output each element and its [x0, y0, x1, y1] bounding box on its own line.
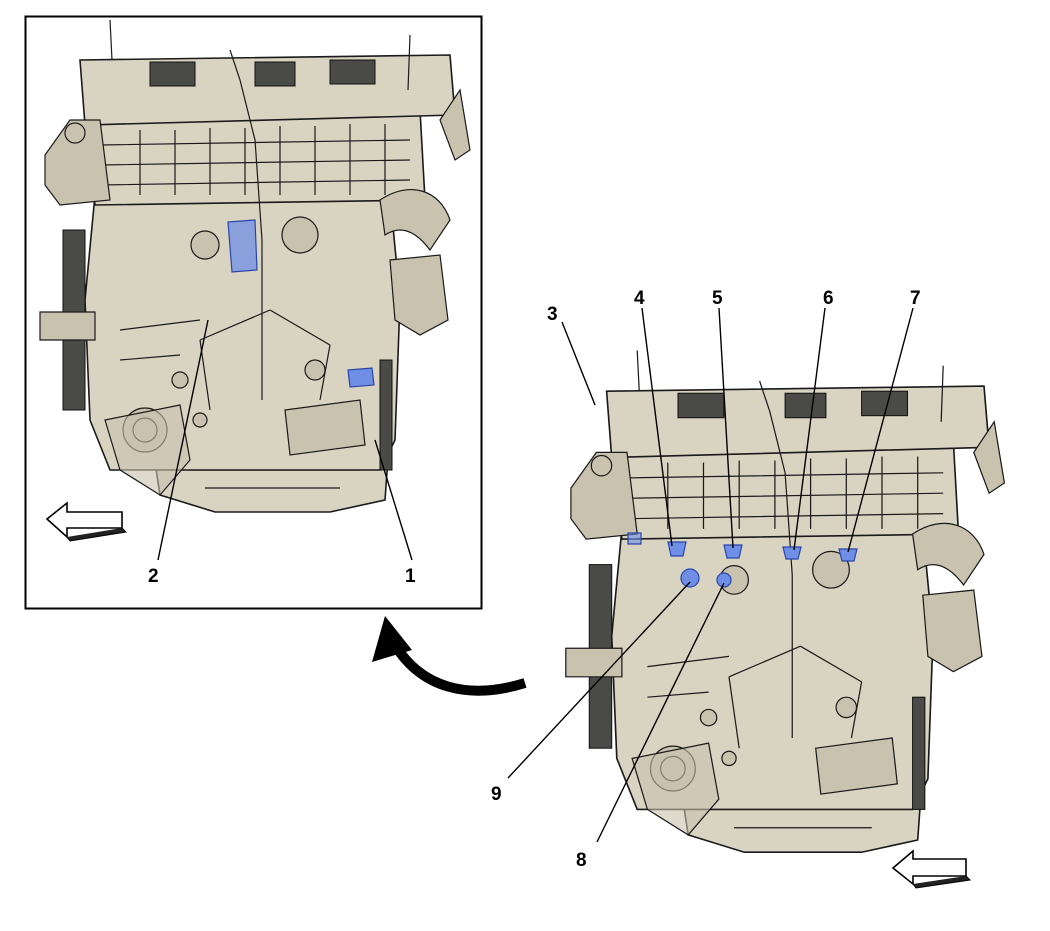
callout-1: 1	[405, 566, 416, 587]
detail-highlight-bracket	[227, 219, 258, 273]
leader-9	[507, 581, 691, 779]
leader-3	[561, 321, 596, 406]
callout-2: 2	[148, 566, 159, 587]
view-transfer-arrow-icon	[372, 616, 527, 696]
callout-7: 7	[910, 288, 921, 309]
leader-4	[641, 307, 673, 547]
leader-6	[793, 307, 826, 551]
leader-1	[374, 439, 413, 561]
direction-arrow-icon	[45, 501, 128, 542]
direction-arrow-icon	[891, 849, 972, 889]
detail-engine-illustration	[39, 19, 471, 513]
callout-6: 6	[823, 288, 834, 309]
detail-highlight-fitting	[347, 367, 375, 388]
highlight-6	[782, 546, 802, 560]
highlight-5	[723, 544, 743, 559]
leader-2	[157, 319, 209, 561]
callout-9: 9	[491, 784, 502, 805]
main-highlight-bolt	[627, 532, 642, 545]
callout-4: 4	[634, 288, 645, 309]
main-engine-illustration	[564, 349, 1006, 854]
leader-8	[596, 582, 725, 843]
leader-5	[718, 307, 734, 549]
main-highlights	[627, 532, 858, 588]
highlight-8	[716, 572, 732, 588]
callout-8: 8	[576, 850, 587, 871]
highlight-9	[680, 568, 700, 588]
leader-7	[847, 307, 914, 553]
callout-5: 5	[712, 288, 723, 309]
highlight-7	[838, 548, 858, 562]
highlight-4	[667, 541, 687, 557]
callout-3: 3	[547, 304, 558, 325]
